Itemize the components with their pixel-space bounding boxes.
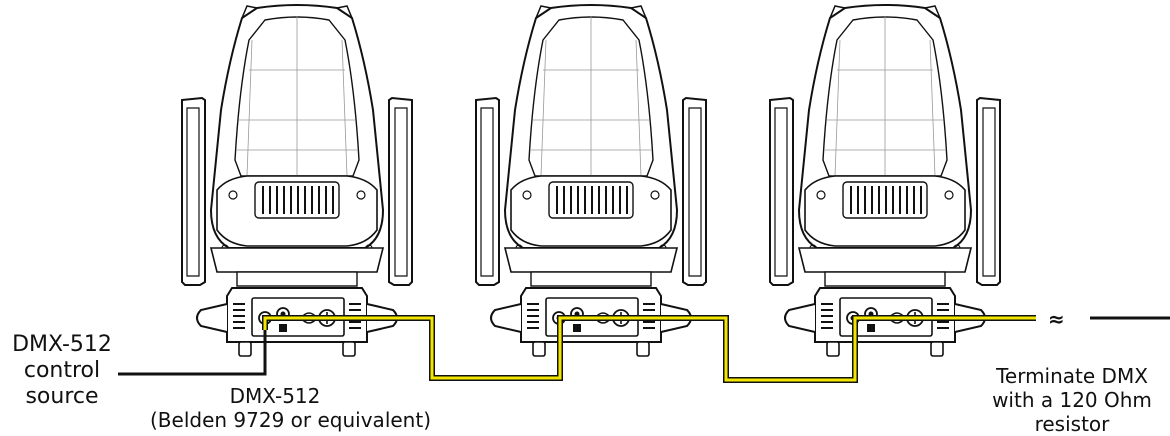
terminator-label: Terminate DMX with a 120 Ohm resistor [992,364,1152,436]
dmx-daisy-chain-cable [262,315,1036,383]
moving-head-fixture-2 [475,4,707,357]
control-source-cable [118,330,267,376]
moving-head-fixture-1 [181,4,413,357]
moving-head-fixture-3 [769,4,1001,357]
control-source-label: DMX-512 control source [12,332,112,409]
cable-break-symbol: ≈ [1048,307,1065,331]
cable-spec-label: DMX-512 (Belden 9729 or equivalent) [150,384,431,432]
